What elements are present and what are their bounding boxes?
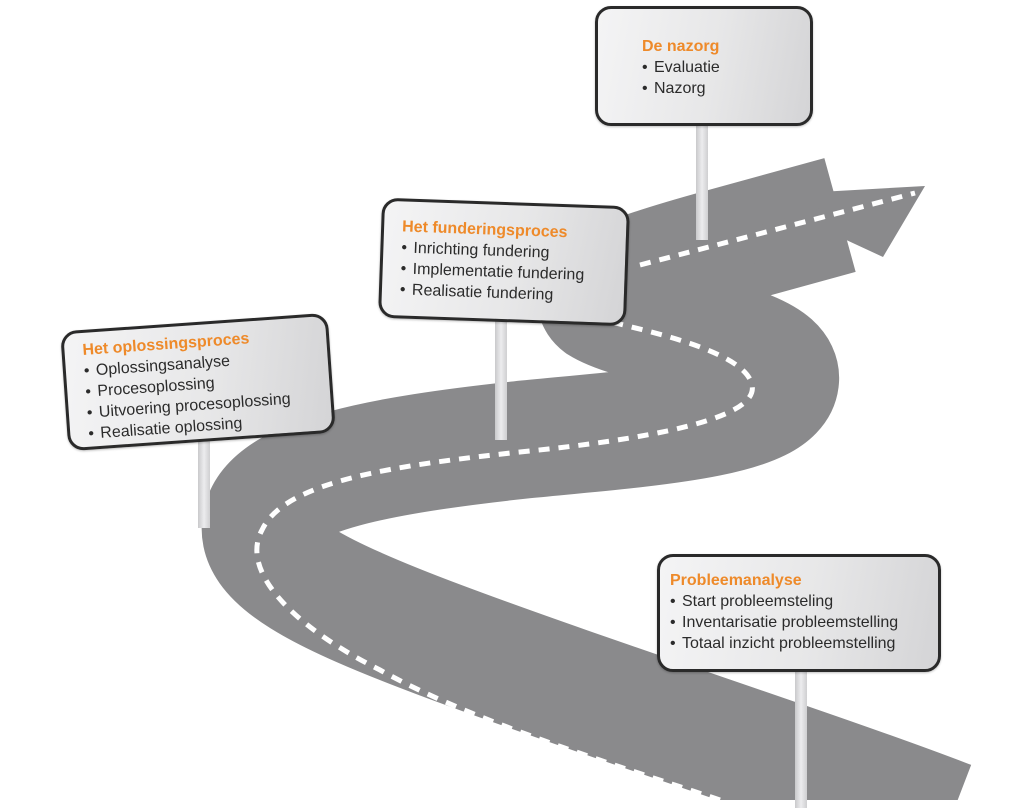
sign-item-label: Inrichting fundering bbox=[413, 239, 550, 262]
sign-pole bbox=[795, 668, 807, 808]
sign-item-label: Nazorg bbox=[654, 80, 706, 97]
sign-nazorg: De nazorg • Evaluatie • Nazorg bbox=[595, 6, 813, 126]
sign-title: Probleemanalyse bbox=[670, 572, 802, 589]
bullet-icon: • bbox=[670, 614, 676, 631]
bullet-icon: • bbox=[642, 59, 648, 76]
sign-item-label: Inventarisatie probleemstelling bbox=[682, 614, 899, 631]
bullet-icon: • bbox=[399, 281, 406, 299]
sign-pole bbox=[198, 440, 210, 528]
bullet-icon: • bbox=[401, 239, 408, 257]
sign-probleemanalyse: Probleemanalyse • Start probleemsteling •… bbox=[657, 554, 941, 672]
sign-item: • Evaluatie bbox=[642, 57, 810, 78]
sign-item-label: Realisatie fundering bbox=[411, 281, 554, 304]
bullet-icon: • bbox=[670, 635, 676, 652]
sign-item: • Inventarisatie probleemstelling bbox=[670, 612, 938, 633]
sign-item: • Nazorg bbox=[642, 78, 810, 99]
sign-title: De nazorg bbox=[642, 38, 720, 55]
sign-item-label: Evaluatie bbox=[654, 59, 720, 76]
bullet-icon: • bbox=[670, 593, 676, 610]
sign-item-label: Totaal inzicht probleemstelling bbox=[682, 635, 896, 652]
bullet-icon: • bbox=[400, 260, 407, 278]
sign-item: • Start probleemsteling bbox=[670, 591, 938, 612]
sign-funderingsproces: Het funderingsproces •Inrichting funderi… bbox=[377, 197, 631, 327]
bullet-icon: • bbox=[642, 80, 648, 97]
road-lane-marking bbox=[254, 190, 916, 800]
sign-pole bbox=[696, 120, 708, 240]
sign-oplossingsproces: Het oplossingsproces •Oplossingsanalyse … bbox=[60, 312, 336, 452]
sign-pole bbox=[495, 318, 507, 440]
sign-item-label: Start probleemsteling bbox=[682, 593, 834, 610]
sign-item: • Totaal inzicht probleemstelling bbox=[670, 633, 938, 654]
